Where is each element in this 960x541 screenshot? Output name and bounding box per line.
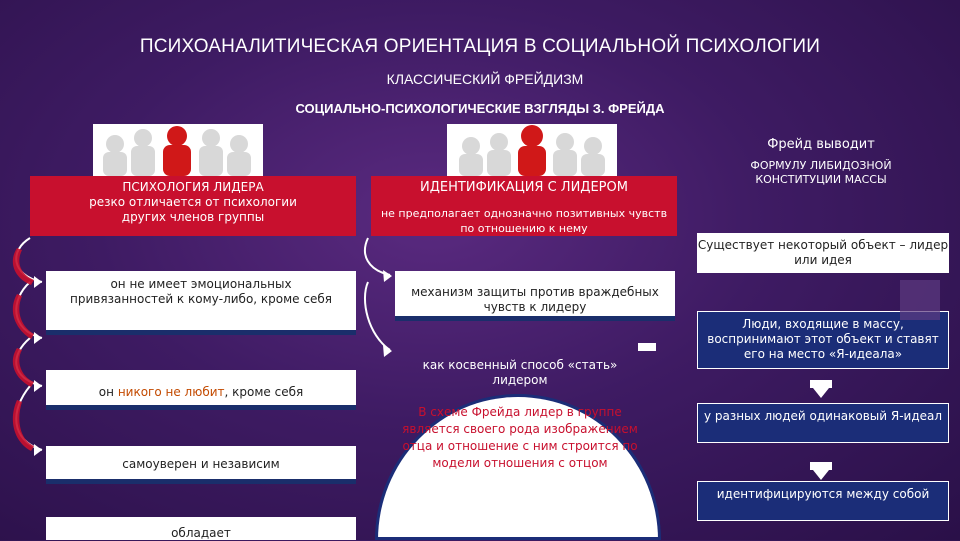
- left-item-1: он не имеет эмоциональных привязанностей…: [46, 271, 356, 335]
- formula-label: ФОРМУЛУ ЛИБИДОЗНОЙ КОНСТИТУЦИИ МАССЫ: [750, 159, 892, 186]
- middle-item-1: механизм защиты против враждебных чувств…: [395, 271, 675, 321]
- middle-item-1-text: механизм защиты против враждебных чувств…: [411, 285, 659, 314]
- section-title: СОЦИАЛЬНО-ПСИХОЛОГИЧЕСКИЕ ВЗГЛЯДЫ З. ФРЕ…: [295, 101, 665, 116]
- freud-derives-label: Фрейд выводит: [767, 137, 875, 152]
- identification-text: не предполагает однозначно позитивных чу…: [380, 207, 668, 235]
- right-box-1-text: Существует некоторый объект – лидер или …: [697, 238, 949, 267]
- left-item-4: обладает: [46, 517, 356, 540]
- arrow-down-icon: [813, 470, 829, 480]
- left-item-2: он никого не любит, кроме себя: [46, 370, 356, 410]
- page-title: ПСИХОАНАЛИТИЧЕСКАЯ ОРИЕНТАЦИЯ В СОЦИАЛЬН…: [139, 36, 821, 57]
- grid-decoration: [900, 280, 940, 320]
- arrow-down-icon: [813, 388, 829, 398]
- leader-psychology-title: ПСИХОЛОГИЯ ЛИДЕРА: [122, 180, 264, 194]
- group-leader-image-middle: [447, 124, 617, 176]
- right-box-4: идентифицируются между собой: [697, 481, 949, 521]
- left-item-4-text: обладает: [171, 526, 231, 540]
- middle-item-2-text: как косвенный способ «стать» лидером: [422, 358, 618, 387]
- identification-header: ИДЕНТИФИКАЦИЯ С ЛИДЕРОМ не предполагает …: [371, 176, 677, 236]
- curve-arrow-icon: [15, 281, 43, 339]
- people-figures-icon: [103, 126, 251, 176]
- left-item-2-emphasis: никого не любит: [117, 385, 225, 399]
- arrow-down-icon: [638, 343, 656, 351]
- leader-psychology-header: ПСИХОЛОГИЯ ЛИДЕРА резко отличается от пс…: [30, 176, 356, 236]
- page-subtitle: КЛАССИЧЕСКИЙ ФРЕЙДИЗМ: [386, 71, 584, 87]
- curve-arrow-icon: [15, 337, 43, 387]
- right-box-3-text: у разных людей одинаковый Я-идеал: [703, 409, 943, 423]
- leader-psychology-text: резко отличается от психологии других чл…: [89, 195, 297, 224]
- right-box-3: у разных людей одинаковый Я-идеал: [697, 403, 949, 443]
- curve-arrow-icon: [364, 281, 391, 351]
- left-item-3: самоуверен и независим: [46, 446, 356, 484]
- left-item-2-pre: он: [98, 385, 118, 399]
- curve-arrow-icon: [363, 237, 391, 276]
- father-model-text: В схеме Фрейда лидер в группе является с…: [402, 405, 638, 470]
- left-item-3-text: самоуверен и независим: [122, 457, 280, 471]
- right-box-2-text: Люди, входящие в массу, воспринимают это…: [707, 317, 939, 361]
- identification-title: ИДЕНТИФИКАЦИЯ С ЛИДЕРОМ: [420, 180, 628, 195]
- arrow-down-icon: [810, 380, 832, 388]
- right-box-2: Люди, входящие в массу, воспринимают это…: [697, 311, 949, 369]
- people-figures-icon: [459, 125, 605, 176]
- right-box-4-text: идентифицируются между собой: [716, 487, 930, 501]
- left-item-1-text: он не имеет эмоциональных привязанностей…: [70, 277, 332, 306]
- group-leader-image-left: [93, 124, 263, 176]
- left-item-2-post: , кроме себя: [224, 385, 304, 399]
- right-box-1: Существует некоторый объект – лидер или …: [697, 233, 949, 273]
- arrow-down-icon: [810, 462, 832, 470]
